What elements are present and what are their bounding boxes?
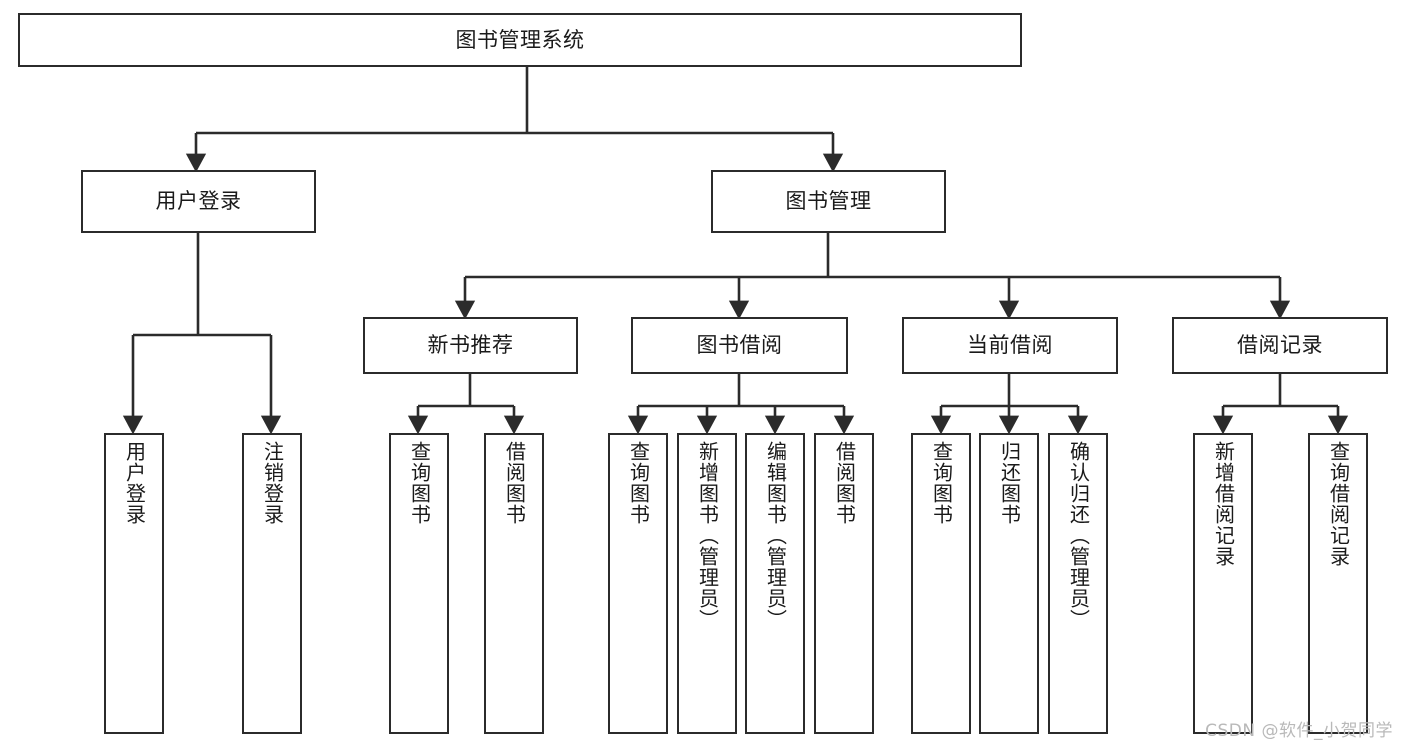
node-label: 用户登录 [122,441,147,525]
node-leaf-add-borrow-record[interactable]: 新增借阅记录 [1193,433,1253,734]
node-label: 借阅图书 [502,441,527,525]
node-leaf-user-login[interactable]: 用户登录 [104,433,164,734]
node-label: 编辑图书（管理员） [763,441,788,630]
node-label: 查询借阅记录 [1326,441,1351,567]
node-borrow-record[interactable]: 借阅记录 [1172,317,1388,374]
node-current-borrow[interactable]: 当前借阅 [902,317,1118,374]
node-label: 查询图书 [626,441,651,525]
node-leaf-return-book[interactable]: 归还图书 [979,433,1039,734]
node-label: 新书推荐 [427,333,514,358]
node-leaf-edit-book[interactable]: 编辑图书（管理员） [745,433,805,734]
node-leaf-borrow-book-recommend[interactable]: 借阅图书 [484,433,544,734]
node-label: 当前借阅 [967,333,1053,358]
node-book-borrow[interactable]: 图书借阅 [631,317,848,374]
node-leaf-logout-login[interactable]: 注销登录 [242,433,302,734]
node-label: 图书借阅 [696,333,783,358]
node-book-management[interactable]: 图书管理 [711,170,946,233]
csdn-watermark: CSDN @软件_小贺同学 [1205,721,1393,741]
node-leaf-borrow-book[interactable]: 借阅图书 [814,433,874,734]
node-label: 新增借阅记录 [1211,441,1236,567]
node-label: 新增图书（管理员） [695,441,720,630]
node-leaf-query-book-current[interactable]: 查询图书 [911,433,971,734]
node-label: 借阅图书 [832,441,857,525]
node-leaf-query-borrow-record[interactable]: 查询借阅记录 [1308,433,1368,734]
node-root-book-management-system[interactable]: 图书管理系统 [18,13,1022,67]
node-label: 查询图书 [407,441,432,525]
node-user-login[interactable]: 用户登录 [81,170,316,233]
node-label: 归还图书 [997,441,1022,525]
node-label: 注销登录 [260,441,285,525]
node-label: 查询图书 [929,441,954,525]
node-leaf-query-book-recommend[interactable]: 查询图书 [389,433,449,734]
node-label: 确认归还（管理员） [1066,441,1091,630]
node-label: 用户登录 [155,189,242,214]
node-new-book-recommend[interactable]: 新书推荐 [363,317,578,374]
node-label: 图书管理 [785,189,872,214]
node-leaf-add-book[interactable]: 新增图书（管理员） [677,433,737,734]
node-label: 图书管理系统 [455,27,585,52]
node-label: 借阅记录 [1237,333,1323,358]
node-leaf-query-book-borrow[interactable]: 查询图书 [608,433,668,734]
node-leaf-confirm-return[interactable]: 确认归还（管理员） [1048,433,1108,734]
